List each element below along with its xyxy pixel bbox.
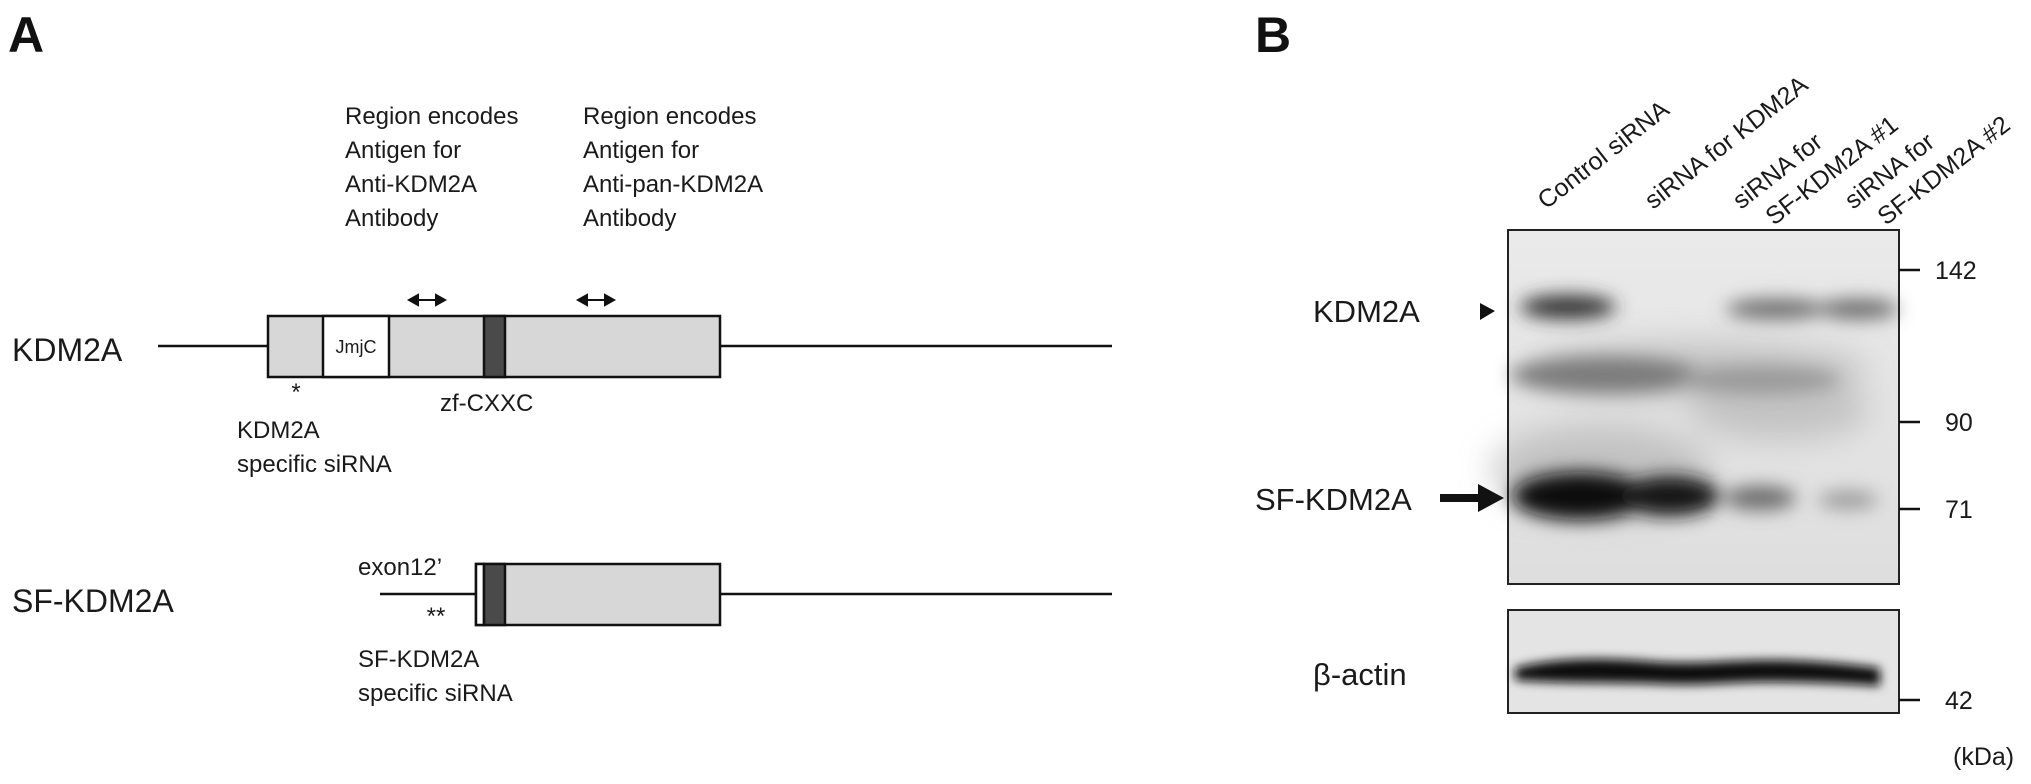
- antigen-1-line-1: Region encodes: [345, 103, 518, 130]
- antigen-1-line-3: Anti-KDM2A: [345, 171, 477, 198]
- double-arrow-icon: [575, 293, 617, 307]
- lane-label-sirna-sf-2: siRNA for SF-KDM2A #2: [1839, 110, 2015, 230]
- antigen-1-line-4: Antibody: [345, 205, 438, 232]
- antigen-1-line-2: Antigen for: [345, 137, 461, 164]
- antigen-region-1-label: Region encodes Antigen for Anti-KDM2A An…: [345, 103, 518, 232]
- mw-marker-42: 42: [1899, 687, 1973, 715]
- actin-band-label: β-actin: [1313, 657, 1407, 692]
- band-sf-kdm2a-sf2: [1818, 491, 1878, 509]
- band-kdm2a-sf2: [1818, 299, 1898, 319]
- band-sf-kdm2a-kdm2a: [1620, 476, 1720, 516]
- mw-marker-71: 71: [1899, 496, 1973, 524]
- zf-cxxc-label: zf-CXXC: [440, 390, 533, 417]
- band-kdm2a-control: [1520, 295, 1616, 319]
- antigen-2-line-3: Anti-pan-KDM2A: [583, 171, 763, 198]
- panel-a-label: A: [8, 7, 44, 63]
- antigen-region-2-label: Region encodes Antigen for Anti-pan-KDM2…: [583, 103, 763, 232]
- arrow-right-icon: [1440, 484, 1504, 512]
- antigen-2-line-4: Antibody: [583, 205, 676, 232]
- svg-text:42: 42: [1945, 687, 1973, 715]
- sf-kdm2a-sirna-label-1: SF-KDM2A: [358, 646, 479, 673]
- mw-marker-90: 90: [1899, 409, 1973, 437]
- arrowhead-icon: [1480, 303, 1495, 320]
- svg-text:71: 71: [1945, 496, 1973, 524]
- sf-kdm2a-coding-region: [474, 562, 722, 627]
- kdm2a-sirna-label-1: KDM2A: [237, 417, 320, 444]
- exon12-label: exon12’: [358, 554, 442, 581]
- mw-marker-142: 142: [1899, 257, 1977, 285]
- double-arrow-icon: [406, 293, 448, 307]
- sf-kdm2a-band-label: SF-KDM2A: [1255, 482, 1412, 517]
- sf-zf-cxxc-domain: [482, 562, 507, 627]
- sf-kdm2a-gene-label: SF-KDM2A: [12, 583, 174, 619]
- western-blot-actin: [1507, 609, 1900, 714]
- kda-unit-label: (kDa): [1953, 743, 2014, 771]
- band-sf-kdm2a-sf1: [1724, 486, 1796, 510]
- band-kdm2a-sf1: [1726, 299, 1826, 319]
- kdm2a-gene-label: KDM2A: [12, 332, 123, 368]
- jmjc-domain: [321, 314, 391, 379]
- antigen-2-line-2: Antigen for: [583, 137, 699, 164]
- panel-b-label: B: [1255, 7, 1291, 63]
- antigen-2-line-1: Region encodes: [583, 103, 756, 130]
- kdm2a-band-label: KDM2A: [1313, 294, 1420, 329]
- sf-kdm2a-sirna-marker: **: [427, 603, 446, 630]
- svg-text:90: 90: [1945, 409, 1973, 437]
- kdm2a-sirna-marker: *: [291, 379, 300, 406]
- western-blot-upper: [1490, 229, 1900, 585]
- jmjc-domain-label: JmjC: [336, 337, 377, 357]
- sf-kdm2a-sirna-label-2: specific siRNA: [358, 680, 513, 707]
- zf-cxxc-domain: [482, 314, 507, 379]
- band-sf-kdm2a-control: [1512, 472, 1648, 520]
- kdm2a-sirna-label-2: specific siRNA: [237, 451, 392, 478]
- svg-text:142: 142: [1935, 257, 1977, 285]
